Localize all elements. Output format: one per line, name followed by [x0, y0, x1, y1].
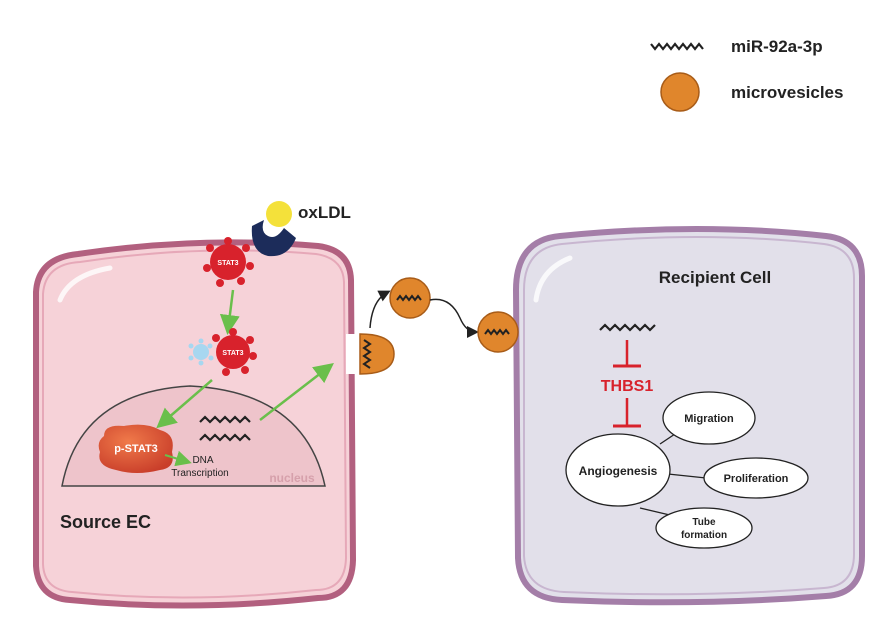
- source-cell-highlight: [57, 265, 113, 303]
- mirna-legend-icon: [650, 42, 704, 51]
- tube-formation-node: [655, 507, 753, 549]
- tube-label: Tube: [692, 517, 716, 528]
- arrow-mirna-export: [259, 362, 334, 421]
- source-cell-inner-membrane: [42, 249, 348, 599]
- legend: miR-92a-3p microvesicles: [650, 37, 843, 112]
- arrow-to-dna: [164, 450, 192, 467]
- angiogenesis-label: Angiogenesis: [579, 464, 658, 478]
- nucleus-label: nucleus: [269, 471, 315, 485]
- p-stat3-protein: p-STAT3: [98, 424, 173, 473]
- phosphate-group: [188, 338, 214, 366]
- microvesicle-entering: [477, 311, 519, 353]
- arrow-stat3-to-nucleus: [156, 379, 213, 429]
- arrow-stat3-down: [219, 289, 240, 335]
- mirna-in-vesicle-2: [484, 328, 510, 336]
- legend-mirna-label: miR-92a-3p: [731, 37, 823, 56]
- recipient-cell-inner-membrane: [523, 236, 855, 596]
- mirna-strand-nucleus-2: [199, 433, 251, 442]
- arrow-budding-to-vesicle: [369, 290, 391, 329]
- thbs1-label: THBS1: [601, 378, 654, 395]
- stat3-protein-phospho: STAT3: [212, 328, 257, 376]
- stat3-phospho-label: STAT3: [222, 350, 243, 357]
- proliferation-node: [703, 457, 809, 499]
- stat3-protein-top: STAT3: [203, 237, 254, 287]
- recipient-cell-highlight: [533, 255, 573, 303]
- source-cell-label: Source EC: [60, 512, 151, 532]
- stat3-top-label: STAT3: [217, 260, 238, 267]
- migration-label: Migration: [684, 413, 734, 425]
- mirna-strand-nucleus-1: [199, 415, 251, 424]
- oxldl-label: oxLDL: [298, 203, 351, 222]
- migration-node: [662, 391, 756, 445]
- budding-microvesicle: [346, 333, 395, 375]
- microvesicle-released: [389, 277, 431, 319]
- legend-vesicle-label: microvesicles: [731, 83, 843, 102]
- receptor-shape: [251, 220, 296, 257]
- oxldl-particle: [266, 201, 292, 227]
- dna-label: DNA: [192, 455, 213, 466]
- connector-proliferation: [667, 473, 707, 479]
- recipient-pathway: THBS1 Angiogenesis Migration Proliferati…: [565, 323, 809, 549]
- proliferation-label: Proliferation: [724, 473, 789, 485]
- recipient-cell-label: Recipient Cell: [659, 268, 771, 287]
- source-cell: nucleus Source EC oxLDL STAT3: [33, 201, 357, 609]
- mirna-in-vesicle-1: [396, 294, 422, 302]
- microvesicle-legend-icon: [660, 72, 700, 112]
- arrow-vesicle-transfer: [429, 298, 479, 338]
- formation-label: formation: [681, 530, 727, 541]
- angiogenesis-node: [565, 433, 671, 507]
- mirna-in-budding-vesicle: [362, 339, 372, 369]
- p-stat3-label: p-STAT3: [114, 443, 158, 455]
- mirna-recipient: [599, 323, 656, 332]
- transcription-label: Transcription: [171, 468, 228, 479]
